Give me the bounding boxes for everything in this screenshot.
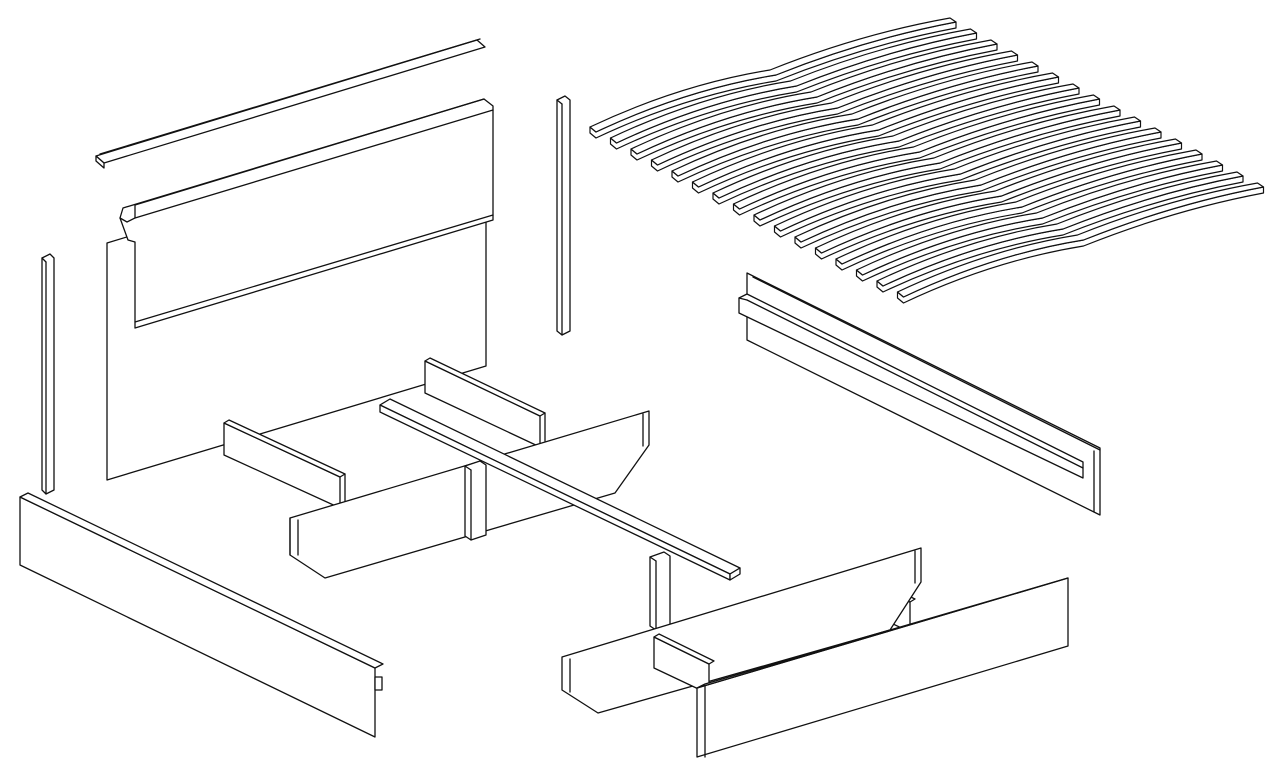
slatted-base bbox=[589, 17, 1265, 304]
slat bbox=[609, 28, 978, 150]
right-side-rail bbox=[738, 272, 1101, 516]
right-headboard-post bbox=[556, 95, 571, 336]
slat bbox=[630, 39, 998, 161]
slat bbox=[671, 61, 1039, 183]
left-headboard-post bbox=[41, 253, 55, 495]
slat bbox=[896, 182, 1265, 304]
slat bbox=[712, 83, 1080, 205]
slat bbox=[650, 50, 1019, 172]
slat bbox=[753, 105, 1121, 227]
center-support-leg-rear bbox=[464, 460, 487, 541]
footboard-panel bbox=[696, 577, 1069, 758]
slat bbox=[835, 149, 1203, 271]
front-cross-frame bbox=[561, 547, 922, 714]
slat bbox=[732, 94, 1101, 216]
slat bbox=[814, 138, 1183, 260]
headboard-top-cap bbox=[95, 38, 486, 169]
left-side-rail bbox=[19, 492, 384, 738]
slat bbox=[876, 171, 1244, 293]
center-spine-beam bbox=[379, 398, 741, 581]
headboard-panel bbox=[106, 98, 494, 481]
slat bbox=[773, 116, 1142, 238]
slat bbox=[794, 127, 1162, 249]
slat bbox=[589, 17, 957, 139]
slat bbox=[855, 160, 1224, 282]
slat bbox=[691, 72, 1060, 194]
center-support-leg-front bbox=[649, 551, 671, 631]
